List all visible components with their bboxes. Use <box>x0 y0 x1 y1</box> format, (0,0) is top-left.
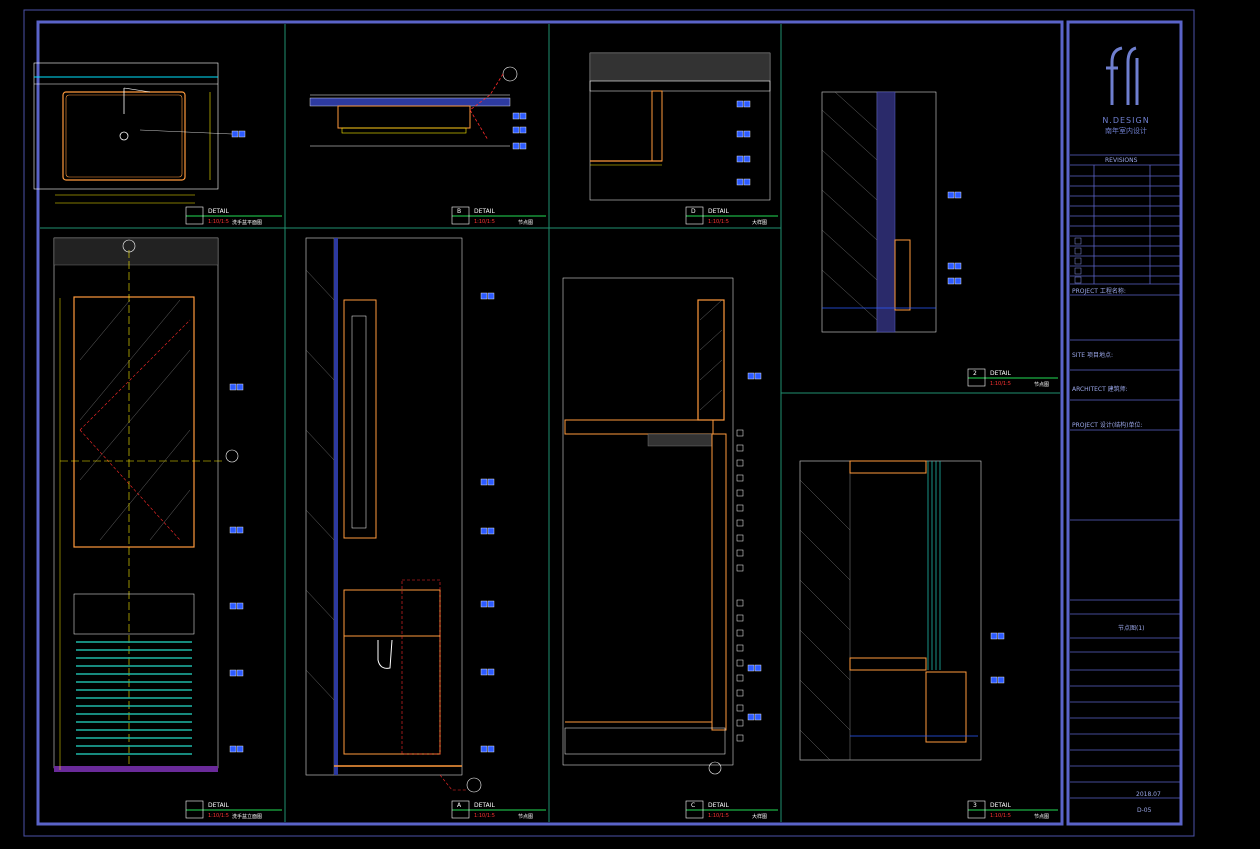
detail-label: DETAIL <box>708 208 729 215</box>
detail-no: C <box>691 802 696 809</box>
detail-label: DETAIL <box>474 208 495 215</box>
detail-scale: 1:10/1:5 <box>990 381 1011 387</box>
logo-text: N.DESIGN <box>1102 116 1150 125</box>
detail-scale: 1:10/1:5 <box>208 219 229 225</box>
detail-node-a <box>305 237 495 793</box>
detail-label: DETAIL <box>208 802 229 809</box>
detail-sink-plan <box>33 62 246 204</box>
detail-label: DETAIL <box>990 802 1011 809</box>
detail-no: A <box>457 802 462 809</box>
title-row-structure: PROJECT 设计(结构)单位: <box>1072 422 1143 429</box>
detail-name: 洗手盆立面图 <box>232 814 263 820</box>
detail-no: 2 <box>973 370 977 377</box>
detail-scale: 1:10/1:5 <box>708 813 729 819</box>
detail-scale: 1:10/1:5 <box>708 219 729 225</box>
logo-subtitle: 南年室内设计 <box>1105 127 1147 135</box>
detail-node-2 <box>821 91 962 333</box>
detail-name: 大样图 <box>752 814 768 820</box>
detail-label: DETAIL <box>990 370 1011 377</box>
logo-mark <box>1106 46 1139 105</box>
detail-name: 节点图 <box>518 220 534 226</box>
detail-label: DETAIL <box>708 802 729 809</box>
detail-large-d <box>589 52 771 201</box>
detail-no: 3 <box>973 802 977 809</box>
detail-node-3 <box>799 460 1005 761</box>
detail-scale: 1:10/1:5 <box>990 813 1011 819</box>
detail-no: D <box>691 208 696 215</box>
drawing-title: 节点图(1) <box>1118 625 1145 632</box>
sheet-number: D-05 <box>1137 807 1152 814</box>
detail-name: 洗手盆平面图 <box>232 220 263 226</box>
detail-name: 大样图 <box>752 220 768 226</box>
title-row-project: PROJECT 工程名称: <box>1072 288 1126 295</box>
detail-large-c <box>562 277 762 775</box>
date-value: 2018.07 <box>1136 791 1161 798</box>
title-row-architect: ARCHITECT 建筑师: <box>1072 386 1128 393</box>
revisions-label: REVISIONS <box>1105 157 1138 164</box>
title-row-site: SITE 项目地点: <box>1072 352 1113 359</box>
detail-no: B <box>457 208 462 215</box>
detail-name: 节点图 <box>1034 814 1050 820</box>
detail-label: DETAIL <box>474 802 495 809</box>
detail-sink-elevation <box>53 237 244 772</box>
detail-label: DETAIL <box>208 208 229 215</box>
detail-name: 节点图 <box>1034 382 1050 388</box>
detail-name: 节点图 <box>518 814 534 820</box>
detail-scale: 1:10/1:5 <box>208 813 229 819</box>
detail-scale: 1:10/1:5 <box>474 219 495 225</box>
detail-scale: 1:10/1:5 <box>474 813 495 819</box>
detail-node-b <box>309 66 527 150</box>
